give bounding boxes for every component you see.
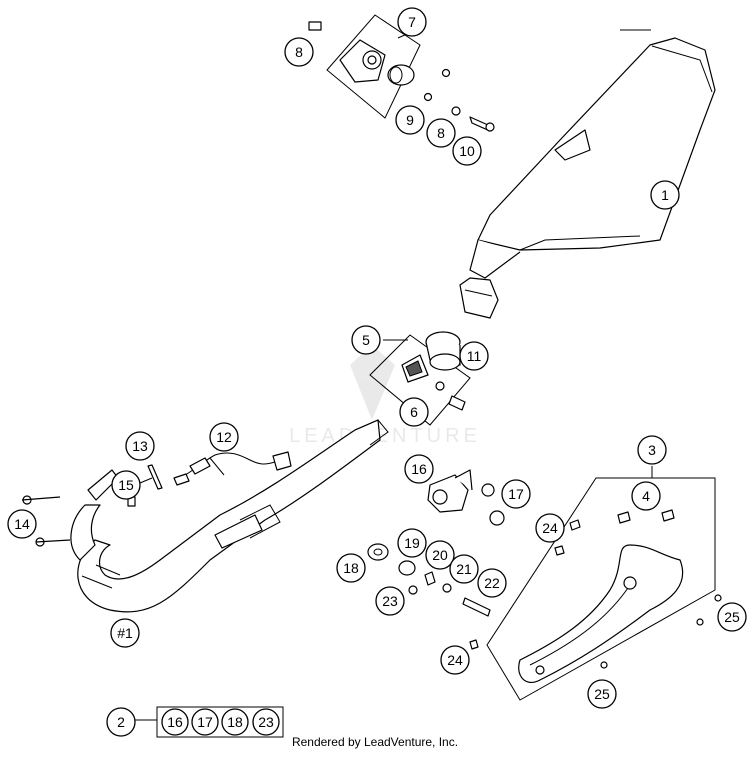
callout-label: 24 [542,520,558,536]
callout-20: 20 [425,540,455,570]
callout-4: 4 [631,481,661,511]
callout-label: 15 [118,477,134,493]
callout-label: 13 [132,438,148,454]
callout-label: 8 [295,44,303,60]
callout-14: 14 [7,509,37,539]
callout-label: 14 [14,516,30,532]
clamp-assembly [369,331,471,426]
exhaust-valve-group [427,469,505,526]
callout-label: #1 [117,625,133,641]
callout-23: 23 [375,586,405,616]
callout-16: 16 [404,454,434,484]
kit-item-23: 23 [252,708,280,736]
callout-label: 21 [456,561,472,577]
callout-8: 8 [426,118,456,148]
callout-13: 13 [125,431,155,461]
callout-1: 1 [650,180,680,210]
callout-label: 7 [408,14,416,30]
callout-7: 7 [397,7,427,37]
callout-24: 24 [440,645,470,675]
callout-11: 11 [459,341,489,371]
kit-item-label: 17 [197,714,213,730]
callout-5: 5 [351,325,381,355]
callout-label: 5 [362,332,370,348]
kit-item-label: 23 [258,714,274,730]
callout-9: 9 [395,105,425,135]
callout-label: 11 [467,348,482,364]
callout-label: 19 [404,535,420,551]
callout-header-pipe: #1 [110,618,140,648]
heat-shield [469,477,722,701]
callout-label: 4 [642,488,650,504]
callout-2: 2 [106,707,136,737]
callout-label: 9 [406,112,414,128]
callout-24: 24 [535,513,565,543]
callout-21: 21 [449,554,479,584]
muffler [459,37,716,319]
callout-label: 8 [437,125,445,141]
callout-label: 1 [661,187,669,203]
small-hardware [367,543,491,617]
callout-12: 12 [209,422,239,452]
callout-label: 12 [216,429,232,445]
callout-25: 25 [587,679,617,709]
callout-17: 17 [501,479,531,509]
kit-item-16: 16 [161,708,189,736]
callout-label: 25 [724,609,740,625]
callout-label: 3 [648,442,656,458]
callout-22: 22 [477,568,507,598]
callout-19: 19 [397,528,427,558]
callout-label: 25 [594,686,610,702]
callout-label: 2 [117,714,125,730]
callout-8: 8 [284,37,314,67]
callout-3: 3 [637,435,667,465]
oxygen-sensor [173,451,292,486]
callout-label: 16 [411,461,427,477]
render-credit: Rendered by LeadVenture, Inc. [291,735,459,749]
muffler-bracket [326,14,421,119]
header-hardware [21,464,163,547]
callout-15: 15 [111,470,141,500]
callout-label: 17 [508,486,524,502]
callout-18: 18 [336,553,366,583]
callout-label: 10 [459,143,475,159]
callout-label: 24 [447,652,463,668]
kit-item-label: 16 [167,714,183,730]
callout-6: 6 [399,397,429,427]
header-pipe [70,419,389,613]
kit-item-label: 18 [227,714,243,730]
kit-box [156,706,284,738]
kit-item-18: 18 [221,708,249,736]
bracket-hardware [308,21,495,132]
callout-label: 23 [382,593,398,609]
callout-label: 18 [343,560,359,576]
callout-25: 25 [717,602,747,632]
callout-label: 20 [432,547,448,563]
kit-item-17: 17 [191,708,219,736]
callout-label: 22 [484,575,500,591]
callout-label: 6 [410,404,418,420]
callout-10: 10 [452,136,482,166]
